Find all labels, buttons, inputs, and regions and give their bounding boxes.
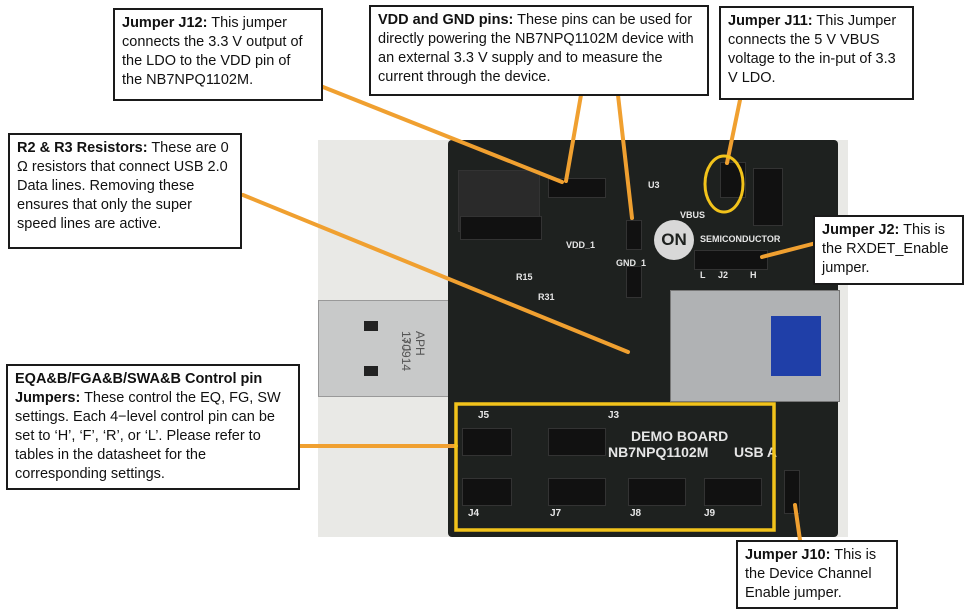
label-j2-h: H — [750, 270, 757, 280]
callout-j11-body: This Jumper connects the 5 V VBUS voltag… — [728, 13, 897, 86]
callout-jumper-j10: Jumper J10: This is the Device Channel E… — [736, 540, 898, 609]
leader-vdd-a — [564, 93, 583, 183]
callout-vdd-gnd-title: VDD and GND pins: — [378, 12, 514, 28]
jumper-j8 — [628, 478, 686, 506]
callout-j12-body: This jumper connects the 3.3 V output of… — [122, 15, 303, 88]
callout-j11-title: Jumper J11: — [728, 13, 813, 29]
label-usb-a: USB A — [734, 444, 778, 460]
callout-r2r3-body: These are 0 Ω resistors that connect USB… — [17, 140, 229, 232]
jumper-j1 — [460, 216, 542, 240]
callout-r2-r3: R2 & R3 Resistors: These are 0 Ω resisto… — [8, 133, 242, 249]
callout-control-title: EQA&B/FGA&B/SWA&B Control pin Jumpers: — [15, 371, 263, 406]
label-j2: J2 — [718, 270, 729, 280]
j11-highlight — [703, 154, 745, 214]
on-logo-text: ON — [661, 230, 687, 249]
label-j9: J9 — [704, 508, 716, 519]
gnd-pins — [626, 266, 642, 298]
label-semiconductor: SEMICONDUCTOR — [700, 234, 781, 244]
callout-jumper-j11: Jumper J11: This Jumper connects the 5 V… — [719, 6, 914, 100]
jumper-j5 — [462, 428, 512, 456]
label-j5: J5 — [478, 410, 490, 421]
callout-jumper-j12: Jumper J12: This jumper connects the 3.3… — [113, 8, 323, 101]
jumper-j9 — [704, 478, 762, 506]
leader-j2 — [760, 240, 822, 259]
usb-receptacle-tongue — [771, 316, 821, 376]
jumper-j7 — [548, 478, 606, 506]
label-j4: J4 — [468, 508, 480, 519]
jumper-j4 — [462, 478, 512, 506]
label-vbus: VBUS — [680, 210, 706, 220]
vdd-gnd-pins — [626, 220, 642, 250]
leader-j12 — [316, 83, 564, 184]
board-photo: APH 170914 3.1 U3 VDD_1 GND_1 ON SEMICON… — [318, 140, 848, 537]
label-j2-l: L — [700, 270, 706, 280]
leader-j11 — [725, 98, 742, 165]
label-demo-board: DEMO BOARD — [631, 428, 729, 444]
callout-vdd-gnd: VDD and GND pins: These pins can be used… — [369, 5, 709, 96]
callout-j10-title: Jumper J10: — [745, 547, 831, 563]
label-j7: J7 — [550, 508, 562, 519]
callout-control-jumpers: EQA&B/FGA&B/SWA&B Control pin Jumpers: T… — [6, 364, 300, 490]
callout-jumper-j2: Jumper J2: This is the RXDET_Enable jump… — [813, 215, 964, 285]
label-part-number: NB7NPQ1102M — [608, 444, 709, 460]
on-logo: ON — [654, 220, 694, 260]
label-gnd1: GND_1 — [616, 258, 647, 268]
label-vdd1: VDD_1 — [566, 240, 596, 250]
leader-vdd-b — [616, 93, 634, 220]
jumper-j10 — [784, 470, 800, 514]
label-j3: J3 — [608, 410, 620, 421]
callout-vdd-gnd-body: These pins can be used for directly powe… — [378, 12, 694, 85]
callout-r2r3-title: R2 & R3 Resistors: — [17, 140, 148, 156]
pcb-board: U3 VDD_1 GND_1 ON SEMICONDUCTOR VBUS L J… — [448, 140, 840, 537]
jumper-j3 — [548, 428, 606, 456]
callout-j12-title: Jumper J12: — [122, 15, 208, 31]
label-r31: R31 — [538, 292, 555, 302]
control-jumpers-highlight — [454, 402, 776, 532]
leader-r2r3 — [241, 193, 630, 354]
label-u3: U3 — [648, 180, 660, 190]
right-header — [753, 168, 783, 226]
label-j8: J8 — [630, 508, 642, 519]
label-r15: R15 — [516, 272, 533, 282]
usb-receptacle — [670, 290, 840, 402]
jumper-j2-header — [694, 250, 768, 270]
callout-j10-body: This is the Device Channel Enable jumper… — [745, 547, 877, 601]
leader-j10 — [793, 503, 802, 542]
callout-j2-body: This is the RXDET_Enable jumper. — [822, 222, 949, 276]
callout-control-body: These control the EQ, FG, SW settings. E… — [15, 390, 281, 482]
callout-j2-title: Jumper J2: — [822, 222, 900, 238]
